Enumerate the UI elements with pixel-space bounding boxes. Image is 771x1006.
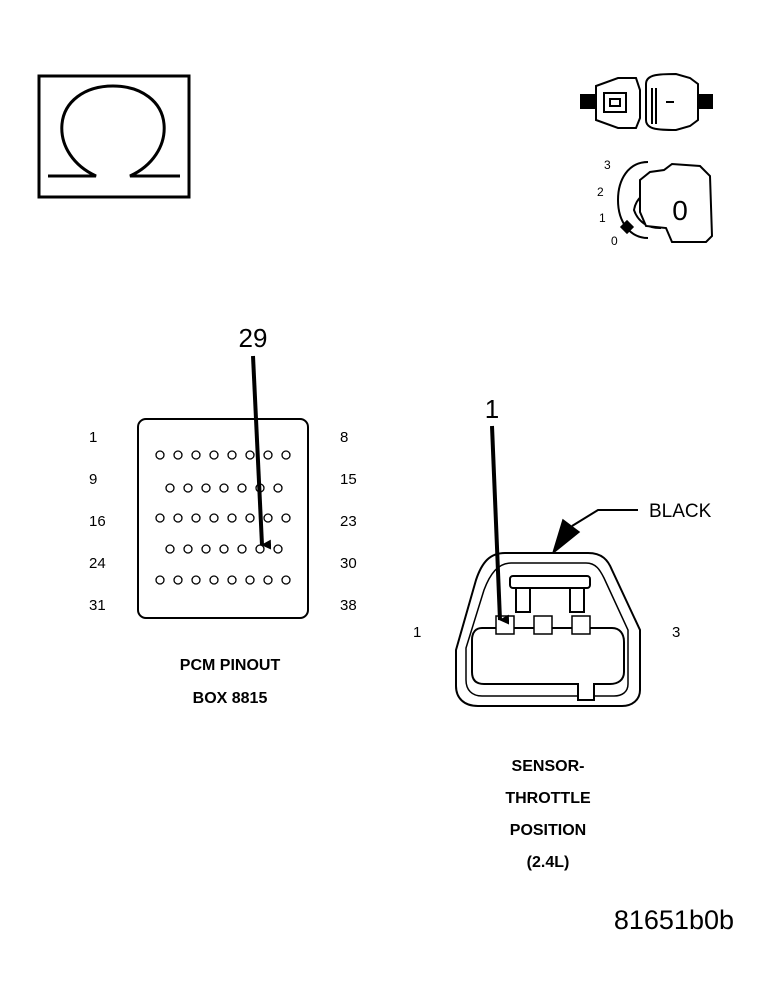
pcm-pin-22 [263, 513, 273, 523]
pcm-pinout-diagram: 29 1 9 16 24 31 8 15 23 30 38 PCM PINOUT… [89, 323, 357, 707]
pcm-pin-31 [155, 575, 165, 585]
pcm-right-label-15: 15 [340, 471, 357, 488]
pcm-left-label-24: 24 [89, 555, 106, 572]
pcm-left-label-16: 16 [89, 513, 106, 530]
connector-disconnect-icon [580, 72, 713, 132]
ignition-position-0: 0 [611, 234, 618, 248]
pcm-right-label-8: 8 [340, 429, 348, 446]
pcm-pin-35 [227, 575, 237, 585]
pcm-pin-26 [201, 544, 211, 554]
pcm-pin-30 [273, 544, 283, 554]
pcm-pin-32 [173, 575, 183, 585]
ignition-switch-icon: 3 2 1 0 0 [597, 158, 714, 248]
pcm-pin-16 [155, 513, 165, 523]
figure-id: 81651b0b [614, 905, 734, 935]
pcm-pin-2 [173, 450, 183, 460]
pcm-left-label-31: 31 [89, 597, 106, 614]
sensor-left-terminal: 1 [413, 624, 421, 641]
pcm-pin-37 [263, 575, 273, 585]
pcm-pin-3 [191, 450, 201, 460]
pcm-right-label-38: 38 [340, 597, 357, 614]
pcm-pin-12 [219, 483, 229, 493]
sensor-caption-line4: (2.4L) [527, 854, 570, 871]
pcm-callout-pin: 29 [239, 323, 268, 353]
pcm-caption-line2: BOX 8815 [193, 690, 268, 707]
pcm-pin-4 [209, 450, 219, 460]
omega-icon [48, 84, 180, 178]
pcm-pin-15 [273, 483, 283, 493]
ignition-key-label: 0 [672, 195, 688, 226]
pcm-pin-38 [281, 575, 291, 585]
sensor-right-terminal: 3 [672, 624, 680, 641]
sensor-connector-diagram: 1 BLACK 1 3 SENSOR- THROTTLE POSITION (2… [413, 394, 712, 871]
pcm-pin-11 [201, 483, 211, 493]
pcm-pin-6 [245, 450, 255, 460]
pcm-pin-8 [281, 450, 291, 460]
pcm-right-label-23: 23 [340, 513, 357, 530]
pcm-pin-18 [191, 513, 201, 523]
pcm-pin-28 [237, 544, 247, 554]
sensor-callout-arrow [490, 425, 510, 625]
pcm-pin-33 [191, 575, 201, 585]
color-label-arrow [551, 518, 581, 556]
pcm-callout-arrow [251, 355, 272, 550]
pcm-pin-24 [165, 544, 175, 554]
pcm-connector-face [137, 418, 309, 619]
pcm-pin-13 [237, 483, 247, 493]
ignition-position-2: 2 [597, 185, 604, 199]
ignition-position-1: 1 [599, 211, 606, 225]
sensor-caption-line3: POSITION [510, 822, 586, 839]
pcm-pin-10 [183, 483, 193, 493]
pcm-pin-20 [227, 513, 237, 523]
pcm-pin-25 [183, 544, 193, 554]
pcm-pin-7 [263, 450, 273, 460]
pcm-left-label-1: 1 [89, 429, 97, 446]
sensor-caption-line1: SENSOR- [512, 758, 585, 775]
pcm-pin-23 [281, 513, 291, 523]
pcm-caption-line1: PCM PINOUT [180, 657, 281, 674]
pcm-pin-9 [165, 483, 175, 493]
pcm-right-label-30: 30 [340, 555, 357, 572]
ohmmeter-symbol [37, 74, 191, 199]
pcm-left-label-9: 9 [89, 471, 97, 488]
pcm-pin-19 [209, 513, 219, 523]
sensor-caption-line2: THROTTLE [505, 790, 591, 807]
pcm-pin-34 [209, 575, 219, 585]
sensor-callout-pin: 1 [485, 394, 499, 424]
pcm-pin-5 [227, 450, 237, 460]
pcm-pin-27 [219, 544, 229, 554]
ignition-position-3: 3 [604, 158, 611, 172]
pcm-pin-1 [155, 450, 165, 460]
pcm-pin-17 [173, 513, 183, 523]
sensor-color-label: BLACK [649, 501, 712, 522]
pcm-pin-36 [245, 575, 255, 585]
pcm-pin-21 [245, 513, 255, 523]
